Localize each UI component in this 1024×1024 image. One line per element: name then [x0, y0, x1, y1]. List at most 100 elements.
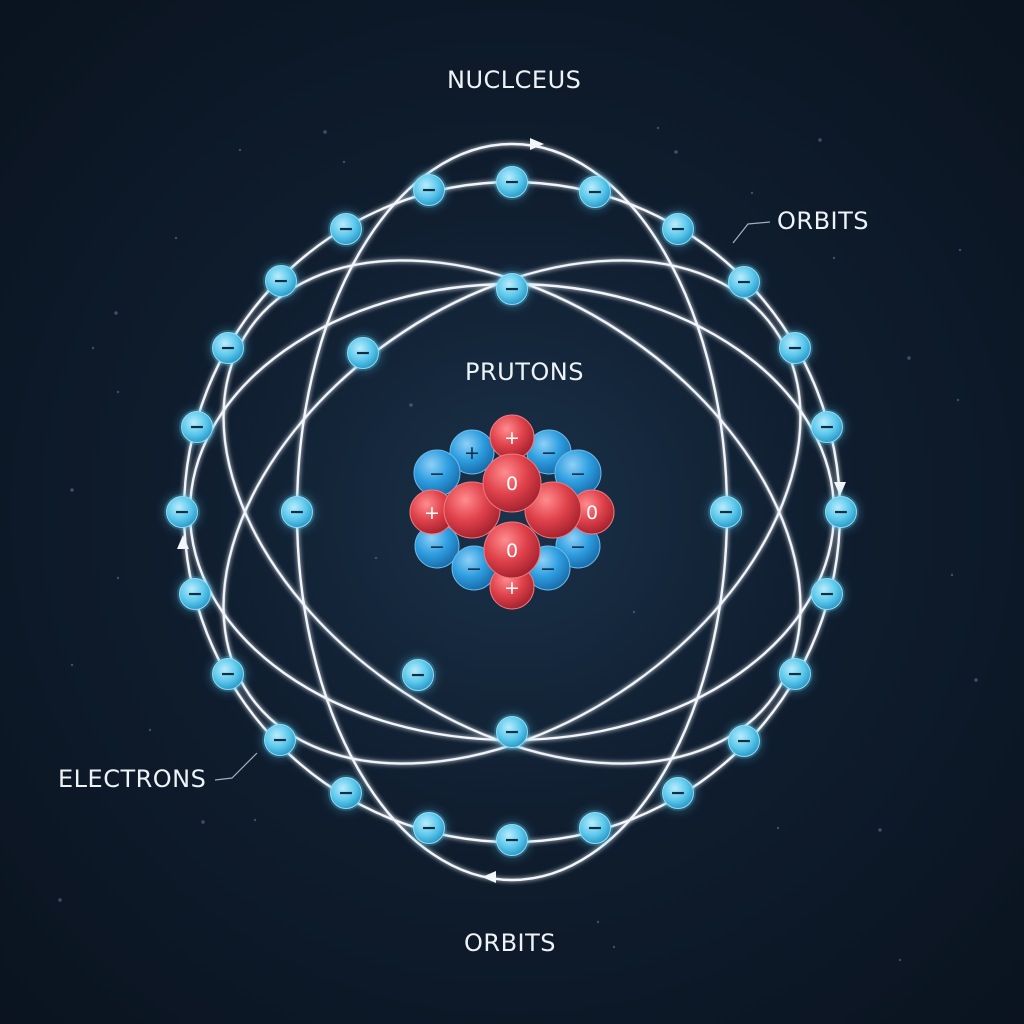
electron: − [494, 822, 530, 858]
star-dot [70, 663, 74, 667]
star-dot [148, 728, 152, 732]
electron: − [777, 656, 813, 692]
star-dot [323, 130, 327, 134]
star-dot [70, 488, 74, 492]
minus-sign: − [429, 463, 445, 485]
star-dot [596, 920, 600, 924]
electron: − [263, 263, 299, 299]
electron: − [708, 494, 744, 530]
electron-minus-sign: − [504, 278, 520, 300]
electron: − [210, 330, 246, 366]
electron: − [660, 211, 696, 247]
electron: − [577, 810, 613, 846]
electron-minus-sign: − [220, 663, 236, 685]
star-dot [956, 398, 960, 402]
star-dot [116, 390, 120, 394]
electron-minus-sign: − [273, 270, 289, 292]
proton-particle: 0 [569, 489, 615, 535]
electron-minus-sign: − [220, 337, 236, 359]
electron: − [179, 409, 215, 445]
zero-sign: 0 [506, 540, 518, 562]
plus-sign: + [504, 577, 520, 599]
minus-sign: − [466, 558, 482, 580]
electron: − [823, 494, 859, 530]
orbit-arrow [530, 138, 544, 150]
orbits-label-right: ORBITS [777, 207, 870, 235]
electron-minus-sign: − [338, 782, 354, 804]
star-dot [201, 820, 205, 824]
electron: − [777, 330, 813, 366]
minus-sign: − [570, 536, 586, 558]
electron-minus-sign: − [189, 416, 205, 438]
electron-minus-sign: − [504, 829, 520, 851]
electron: − [328, 775, 364, 811]
electron-minus-sign: − [338, 218, 354, 240]
electron-minus-sign: − [819, 416, 835, 438]
nucleus-label: NUCLCEUS [447, 66, 582, 94]
electron: − [494, 164, 530, 200]
electrons-group: −−−−−−−−−−−−−−−−−−−−−−−−−−−−−− [164, 164, 859, 858]
minus-sign: − [540, 558, 556, 580]
orbits-label-bottom: ORBITS [464, 929, 557, 957]
star-dot [878, 828, 882, 832]
electron-minus-sign: − [787, 337, 803, 359]
star-dot [832, 256, 836, 260]
orbit-arrow [177, 535, 189, 549]
electron: − [660, 775, 696, 811]
star-dot [91, 346, 95, 350]
electron-minus-sign: − [787, 663, 803, 685]
leader-line [732, 221, 771, 244]
electron: − [210, 656, 246, 692]
starfield [58, 126, 978, 962]
star-dot [818, 138, 822, 142]
electron: − [400, 657, 436, 693]
star-dot [674, 150, 678, 154]
orbit-direction-arrows [177, 138, 846, 883]
electron: − [177, 576, 213, 612]
star-dot [958, 248, 962, 252]
electron-minus-sign: − [819, 583, 835, 605]
electron-minus-sign: − [355, 342, 371, 364]
electron-minus-sign: − [289, 501, 305, 523]
electron: − [809, 576, 845, 612]
electron-minus-sign: − [670, 218, 686, 240]
proton-particle: 0 [483, 521, 541, 579]
star-dot [612, 945, 616, 949]
electron: − [494, 271, 530, 307]
electron-minus-sign: − [272, 729, 288, 751]
electron: − [494, 714, 530, 750]
electron: − [262, 722, 298, 758]
electron-minus-sign: − [174, 501, 190, 523]
electron: − [279, 494, 315, 530]
electron-minus-sign: − [504, 721, 520, 743]
electron: − [577, 174, 613, 210]
star-dot [342, 160, 346, 164]
star-dot [974, 678, 978, 682]
electron: − [411, 810, 447, 846]
star-dot [374, 556, 378, 560]
electron: − [345, 335, 381, 371]
electron: − [809, 409, 845, 445]
star-dot [238, 148, 242, 152]
minus-sign: − [429, 536, 445, 558]
star-dot [58, 898, 62, 902]
neutron-particle: − [414, 523, 460, 569]
nucleus-cluster: +−−−−−−−+++000 [409, 414, 615, 610]
orbit-arrow [482, 871, 496, 883]
electron: − [411, 172, 447, 208]
neutron-particle: − [554, 449, 602, 497]
proton-particle: + [489, 414, 535, 460]
proton-particle [524, 481, 582, 539]
star-dot [632, 610, 636, 614]
star-dot [776, 826, 780, 830]
plus-sign: + [504, 427, 520, 449]
star-dot [114, 311, 118, 315]
electron-minus-sign: − [736, 271, 752, 293]
star-dot [950, 573, 954, 577]
star-dot [409, 403, 413, 407]
electron: − [328, 211, 364, 247]
minus-sign: − [541, 442, 557, 464]
neutron-particle: + [449, 429, 495, 475]
